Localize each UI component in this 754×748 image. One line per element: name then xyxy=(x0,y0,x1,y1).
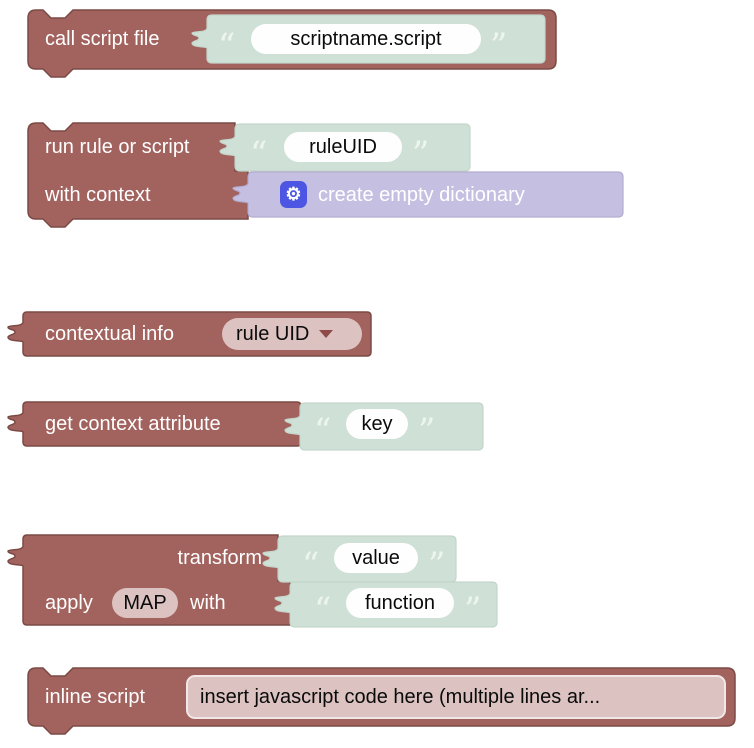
block-label-row2: with context xyxy=(45,184,151,206)
script-name-field[interactable]: scriptname.script xyxy=(251,24,481,54)
open-quote: “ xyxy=(218,26,236,66)
map-dropdown[interactable]: MAP xyxy=(112,588,178,618)
rule-uid-field[interactable]: ruleUID xyxy=(284,132,402,162)
dictionary-block[interactable] xyxy=(232,171,629,219)
open-quote: “ xyxy=(302,545,320,585)
dropdown-value: rule UID xyxy=(236,322,310,345)
gear-icon[interactable]: ⚙ xyxy=(280,181,307,208)
open-quote: “ xyxy=(314,590,332,630)
function-field[interactable]: function xyxy=(346,588,454,618)
close-quote: ” xyxy=(412,134,430,174)
block-label: inline script xyxy=(45,686,146,708)
open-quote: “ xyxy=(250,134,268,174)
block-label: get context attribute xyxy=(45,413,221,435)
close-quote: ” xyxy=(490,26,508,66)
block-label-row2-before: apply xyxy=(45,592,93,614)
context-info-dropdown[interactable]: rule UID xyxy=(222,318,362,350)
close-quote: ” xyxy=(428,545,446,585)
block-label-row1: run rule or script xyxy=(45,136,190,158)
block-label: contextual info xyxy=(45,323,174,345)
value-field[interactable]: value xyxy=(334,543,418,573)
block-transform-outline[interactable] xyxy=(7,534,295,628)
close-quote: ” xyxy=(418,411,436,451)
dictionary-block-label: create empty dictionary xyxy=(318,184,525,206)
close-quote: ” xyxy=(464,590,482,630)
block-label-row2-after: with xyxy=(190,592,226,614)
open-quote: “ xyxy=(314,411,332,451)
block-label-row1: transform xyxy=(177,547,262,569)
block-label: call script file xyxy=(45,28,160,50)
inline-script-code-field[interactable]: insert javascript code here (multiple li… xyxy=(186,675,726,719)
key-field[interactable]: key xyxy=(346,409,408,439)
chevron-down-icon xyxy=(319,330,334,338)
